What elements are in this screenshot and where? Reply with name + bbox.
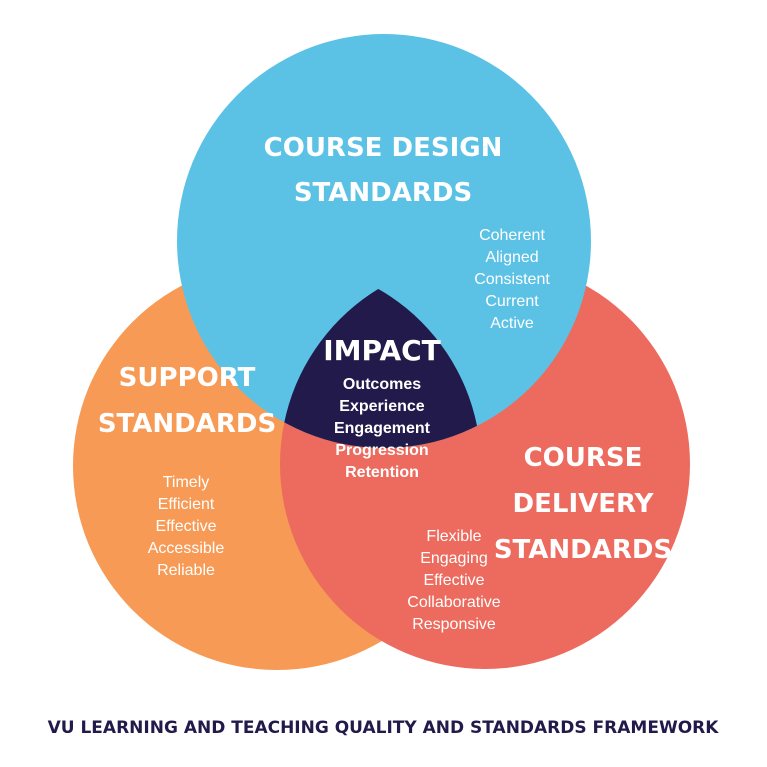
impact-section: IMPACT Outcomes Experience Engagement Pr… — [323, 334, 441, 481]
impact-region — [280, 262, 481, 448]
delivery-item: Flexible — [426, 528, 481, 545]
support-title-line2: STANDARDS — [98, 409, 276, 439]
support-item: Reliable — [157, 562, 215, 579]
delivery-title-line3: STANDARDS — [494, 535, 672, 565]
design-item: Active — [490, 315, 534, 332]
support-section: SUPPORT STANDARDS Timely Efficient Effec… — [98, 363, 276, 579]
delivery-title-line2: DELIVERY — [513, 489, 655, 519]
design-circle — [177, 34, 591, 448]
support-item: Accessible — [148, 540, 225, 557]
design-item: Aligned — [485, 249, 538, 266]
design-item: Current — [485, 293, 539, 310]
design-item: Coherent — [479, 227, 545, 244]
design-item: Consistent — [474, 271, 550, 288]
delivery-item: Engaging — [420, 550, 488, 567]
impact-item: Engagement — [334, 420, 431, 437]
impact-item: Outcomes — [343, 376, 421, 393]
support-title-line1: SUPPORT — [119, 363, 256, 393]
delivery-item: Collaborative — [407, 594, 500, 611]
impact-title: IMPACT — [323, 334, 441, 367]
design-title-line2: STANDARDS — [294, 178, 472, 208]
delivery-item: Responsive — [412, 616, 496, 633]
support-item: Effective — [155, 518, 216, 535]
impact-item: Retention — [345, 464, 419, 481]
support-item: Efficient — [158, 496, 215, 513]
delivery-section: COURSE DELIVERY STANDARDS Flexible Engag… — [407, 443, 672, 633]
support-item: Timely — [163, 474, 210, 491]
delivery-item: Effective — [423, 572, 484, 589]
design-section: COURSE DESIGN STANDARDS Coherent Aligned… — [264, 133, 551, 332]
impact-item: Experience — [339, 398, 424, 415]
impact-item: Progression — [335, 442, 428, 459]
framework-caption: VU LEARNING AND TEACHING QUALITY AND STA… — [48, 718, 720, 738]
design-title-line1: COURSE DESIGN — [264, 133, 503, 163]
delivery-title-line1: COURSE — [524, 443, 643, 473]
